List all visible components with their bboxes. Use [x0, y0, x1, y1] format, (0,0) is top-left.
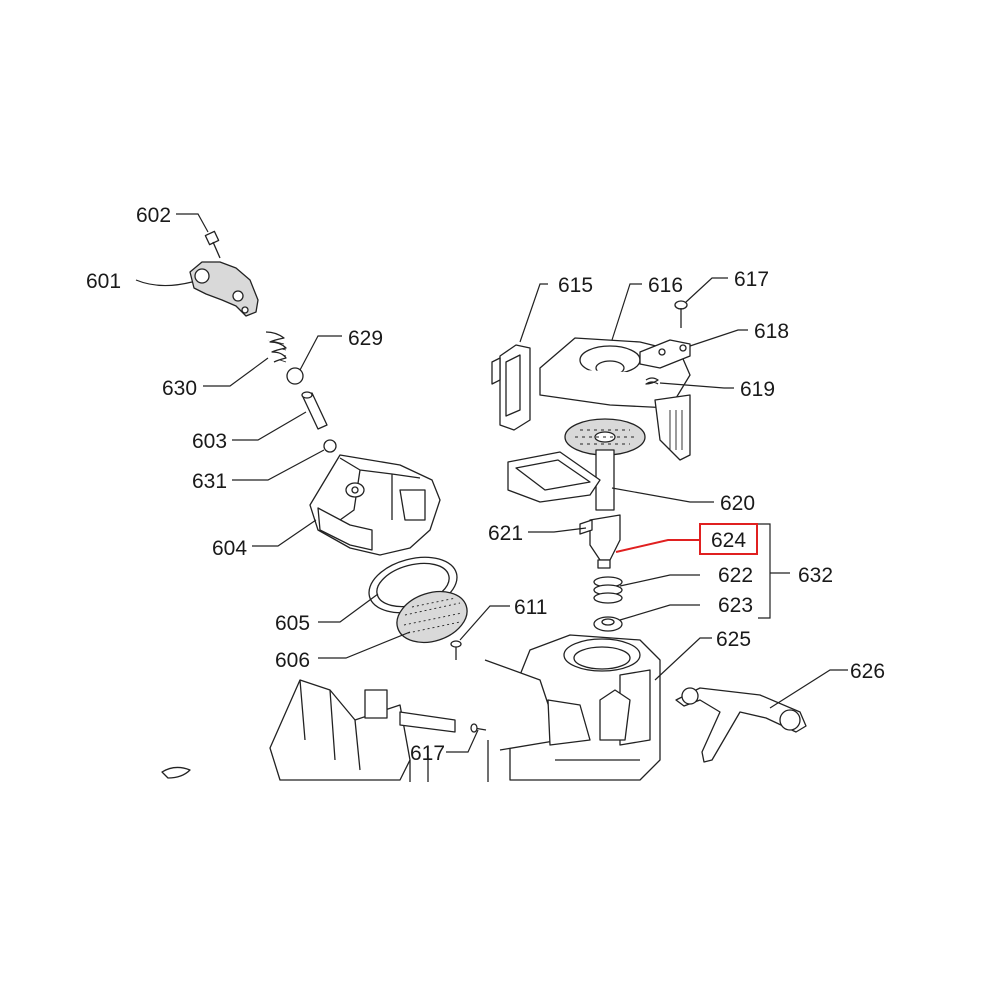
label-601: 601 [86, 270, 121, 293]
part-615-slider [491, 344, 531, 431]
part-621-tray [507, 451, 601, 503]
label-606: 606 [275, 649, 310, 672]
label-603: 603 [192, 430, 227, 453]
label-602: 602 [136, 204, 171, 227]
label-618: 618 [754, 320, 789, 343]
part-604-housing [309, 454, 441, 556]
label-611: 611 [514, 596, 547, 619]
part-625-frame [484, 634, 661, 782]
label-621: 621 [488, 522, 523, 545]
part-602-screw [204, 230, 221, 259]
leader-lines [135, 213, 848, 753]
part-601-cam [189, 261, 259, 317]
part-620-disc [564, 418, 646, 511]
label-625: 625 [716, 628, 751, 651]
part-617-screw-lower [470, 723, 487, 733]
label-605: 605 [275, 612, 310, 635]
part-631-ball [323, 439, 337, 453]
label-617-upper: 617 [734, 268, 769, 291]
label-604: 604 [212, 537, 247, 560]
label-616: 616 [648, 274, 683, 297]
part-611-screw [450, 640, 462, 660]
part-618-bracket [639, 339, 691, 369]
label-632: 632 [798, 564, 833, 587]
label-623: 623 [718, 594, 753, 617]
part-622-spring [593, 576, 623, 604]
part-624-shaft [579, 514, 621, 569]
part-619-spring [645, 377, 659, 385]
label-615: 615 [558, 274, 593, 297]
label-622: 622 [718, 564, 753, 587]
label-630: 630 [162, 377, 197, 400]
part-629-ball [286, 367, 304, 385]
label-619: 619 [740, 378, 775, 401]
label-617-lower: 617 [410, 742, 445, 765]
label-629: 629 [348, 327, 383, 350]
label-624: 624 [711, 529, 746, 552]
part-606-filter [396, 590, 468, 644]
highlight-leader-624 [615, 539, 700, 553]
label-620: 620 [720, 492, 755, 515]
part-623-seal [593, 616, 623, 632]
part-626-lever [675, 687, 807, 763]
label-631: 631 [192, 470, 227, 493]
highlight-box-624 [699, 523, 758, 555]
part-labels: 602 601 629 630 603 631 604 605 606 611 … [86, 204, 885, 765]
part-603-pin [301, 391, 328, 430]
part-617-screw-upper [674, 300, 688, 328]
label-626: 626 [850, 660, 885, 683]
part-630-spring [265, 331, 287, 363]
part-lower-frame-left [161, 679, 456, 782]
